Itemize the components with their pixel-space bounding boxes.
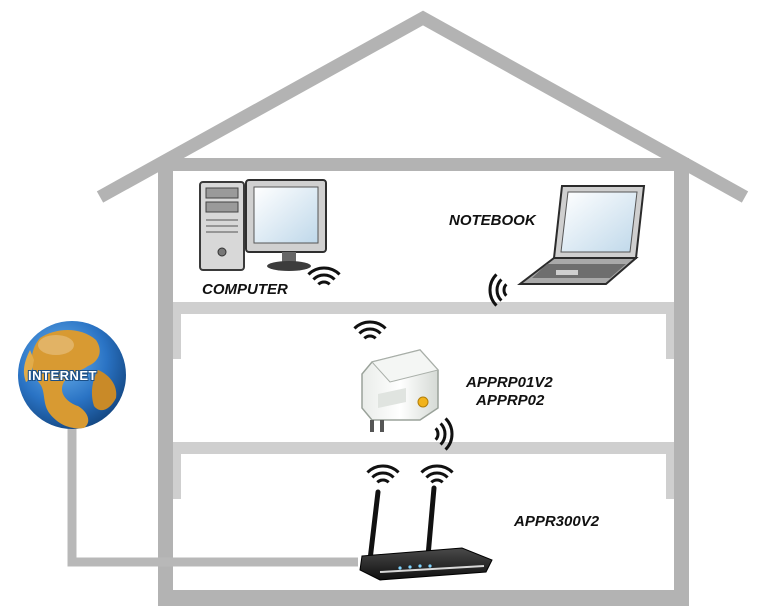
house-ceiling	[158, 158, 686, 171]
internet-cable	[67, 420, 358, 567]
wifi-signal-icon	[353, 320, 387, 340]
house-left-wall	[158, 158, 173, 606]
repeater-icon	[361, 349, 439, 432]
desktop-computer-icon	[199, 179, 327, 271]
router-icon	[359, 485, 493, 581]
wifi-signal-icon	[434, 417, 454, 451]
router-label: APPR300V2	[514, 513, 600, 530]
wifi-signal-icon	[420, 464, 454, 484]
wifi-signal-icon	[307, 266, 341, 286]
floor-lower	[173, 442, 674, 499]
globe-icon	[18, 321, 126, 429]
wifi-signal-icon	[488, 273, 508, 307]
repeater-label-1: APPRP01V2	[466, 374, 553, 391]
notebook-label: NOTEBOOK	[449, 212, 536, 229]
computer-label: COMPUTER	[202, 281, 288, 298]
house-ground	[158, 590, 689, 606]
house-roof	[96, 10, 749, 203]
wifi-signal-icon	[366, 464, 400, 484]
notebook-icon	[517, 185, 646, 285]
internet-label: INTERNET	[28, 368, 97, 383]
house-right-wall	[674, 158, 689, 606]
floor-upper	[173, 302, 674, 359]
repeater-label-2: APPRP02	[476, 392, 545, 409]
